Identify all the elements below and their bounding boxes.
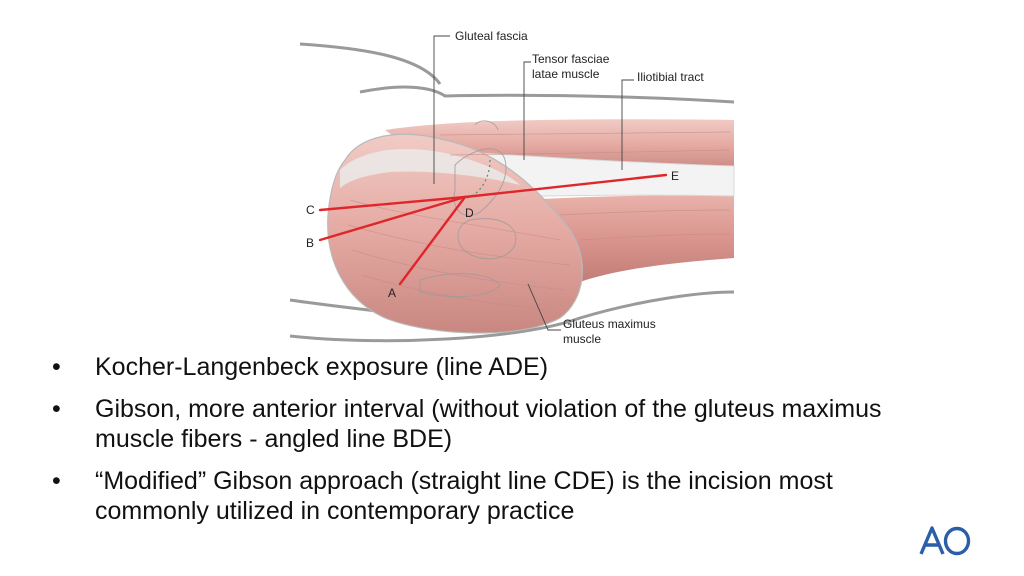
label-tensor-line1: Tensor fasciae [532,52,610,66]
label-gmax-line2: muscle [563,332,601,346]
bullet-item: • Gibson, more anterior interval (withou… [48,394,928,454]
ao-logo-icon [919,526,971,556]
anatomy-illustration: Gluteal fascia Tensor fasciae latae musc… [289,29,735,346]
label-gmax-line1: Gluteus maximus [563,317,656,331]
body-outline [289,42,735,343]
incision-line-ad [398,195,467,286]
gluteal-fascia-shape [340,149,520,188]
bullet-item: • Kocher-Langenbeck exposure (line ADE) [48,352,928,382]
point-c: C [306,203,315,217]
bullet-dot: • [52,395,61,423]
bullet-dot: • [52,467,61,495]
bullet-text: Kocher-Langenbeck exposure (line ADE) [95,353,549,381]
skeleton-outline [419,120,517,298]
bullet-dot: • [52,353,61,381]
bullet-text: Gibson, more anterior interval (without … [95,395,882,453]
point-e: E [671,169,679,183]
incision-line-de [463,173,668,199]
point-b: B [306,236,314,250]
incision-line-cd [318,195,467,212]
point-d: D [465,206,474,220]
incision-lines [318,173,668,286]
incision-line-bd [318,195,467,242]
label-iliotibial: Iliotibial tract [637,70,704,84]
point-a: A [388,286,396,300]
bullet-item: • “Modified” Gibson approach (straight l… [48,466,928,526]
leader-lines [433,35,634,331]
label-gluteal-fascia: Gluteal fascia [455,29,528,43]
bullet-text: “Modified” Gibson approach (straight lin… [95,467,833,525]
bullet-list: • Kocher-Langenbeck exposure (line ADE) … [48,352,928,538]
label-tensor-line2: latae muscle [532,67,600,81]
